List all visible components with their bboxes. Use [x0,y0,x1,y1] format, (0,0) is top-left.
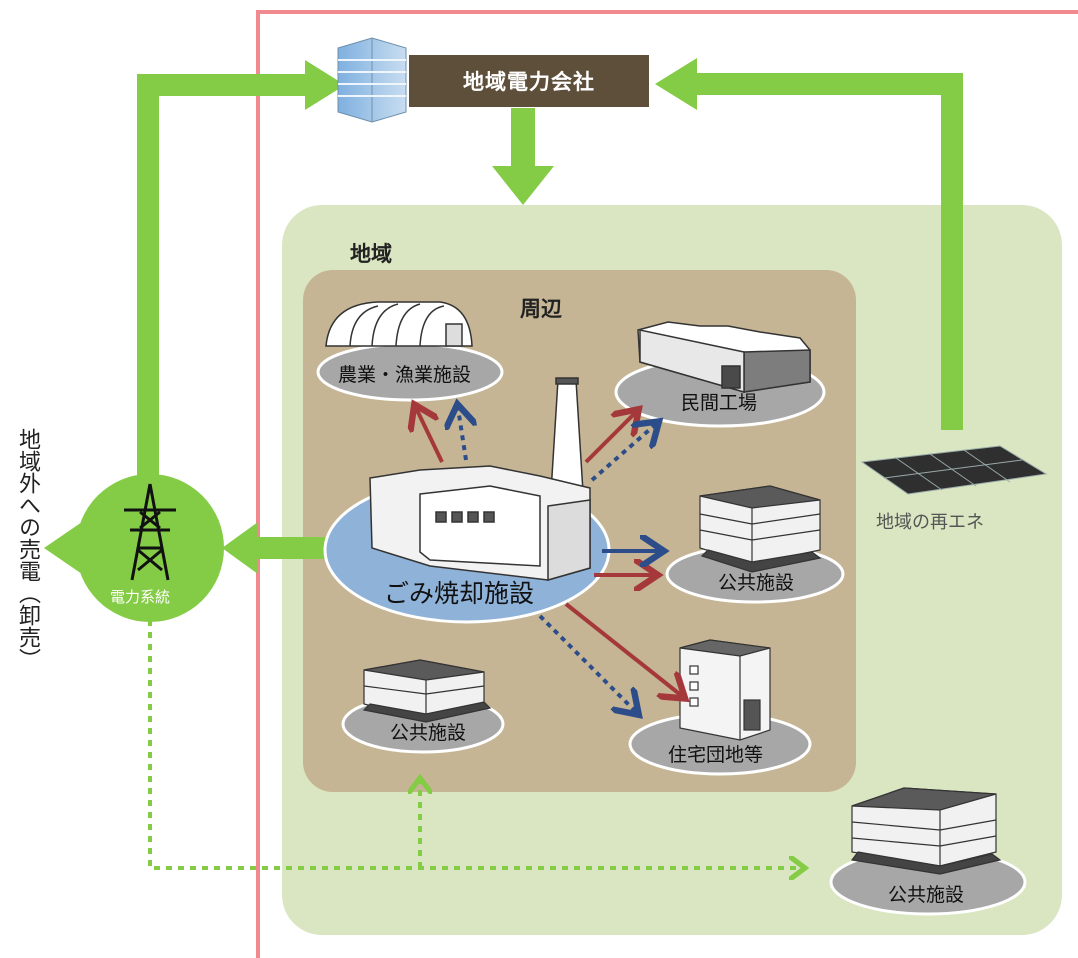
region-label: 地域 [350,242,392,266]
power-grid-label: 電力系統 [110,588,171,606]
public-facility-right-label: 公共施設 [718,572,795,594]
public-building-left-icon [362,659,492,723]
incineration-plant-label: ごみ焼却施設 [384,579,535,608]
company-building-icon [337,37,407,123]
green-flow-arrows [44,58,963,574]
public-facility-left-label: 公共施設 [390,722,467,744]
regional-power-company-label: 地域電力会社 [409,55,649,107]
public-building-region-icon [850,787,1002,875]
boundary-line [256,10,1078,958]
public-facility-region-label: 公共施設 [888,884,965,906]
housing-tower-icon [679,639,771,741]
outside-sale-label: 地域外への売電（卸売） [15,428,40,670]
surrounding-label: 周辺 [520,297,562,321]
greenhouse-icon [325,301,473,347]
plant-building-icon [369,465,591,581]
pylon-icon [124,483,176,581]
electricity-arrows [458,408,660,712]
agri-fish-facility-label: 農業・漁業施設 [338,364,472,386]
housing-label: 住宅団地等 [668,744,764,766]
factory-icon [637,321,811,393]
dotted-green-flows [148,620,805,868]
heat-arrows [416,408,682,696]
renewable-energy-label: 地域の再エネ [876,512,984,533]
private-factory-label: 民間工場 [681,392,758,414]
solar-panel-icon [860,445,1048,495]
public-building-right-icon [699,485,822,573]
